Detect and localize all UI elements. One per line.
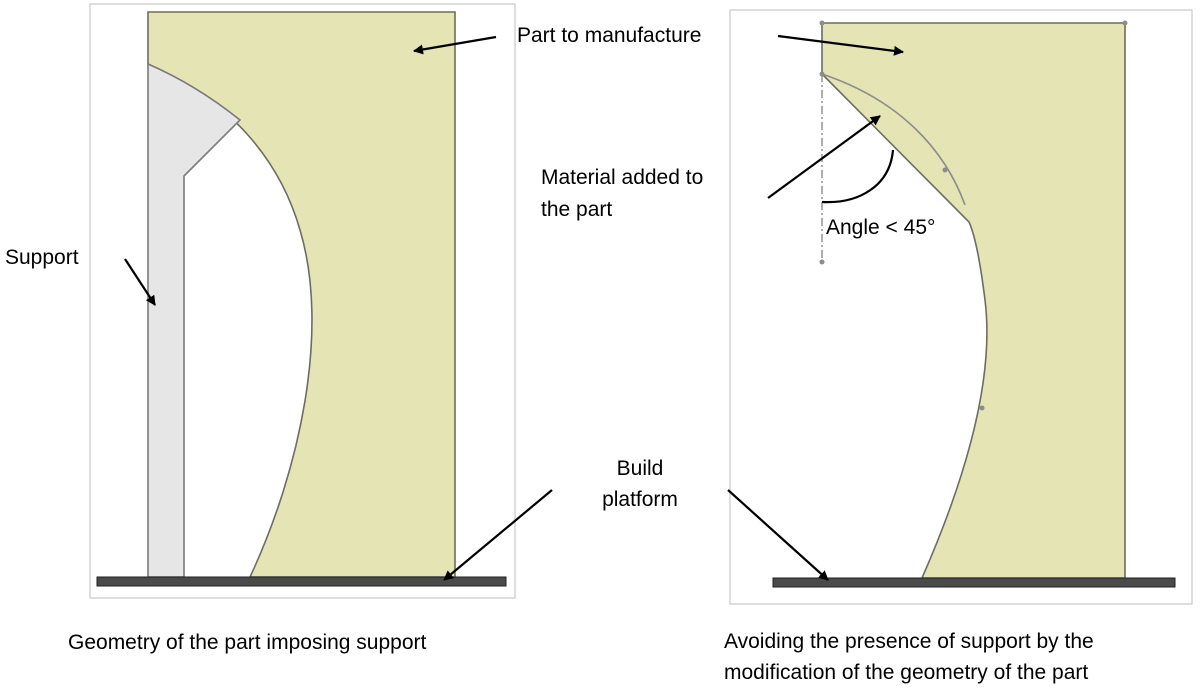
right-caption-line2: modification of the geometry of the part [724,661,1088,684]
platform-arrow-right [727,489,829,581]
center-labels: Part to manufacture Build platform Mater… [517,24,703,511]
material-added-arrow [767,115,881,199]
construction-point [1122,20,1128,26]
left-panel: Support Geometry of the part imposing su… [5,3,553,654]
part-arrow-right [777,34,904,56]
left-caption: Geometry of the part imposing support [68,631,427,654]
build-platform-label-line2: platform [602,488,678,511]
material-added-label-line1: Material added to [541,166,703,189]
right-caption-line1: Avoiding the presence of support by the [724,630,1094,653]
right-part-shape [821,22,1126,579]
left-build-platform [96,576,507,587]
support-label: Support [5,246,79,269]
part-arrow-left [413,35,497,55]
right-build-platform [772,577,1176,588]
platform-arrow-left [443,489,553,581]
part-to-manufacture-label: Part to manufacture [517,24,701,47]
build-platform-label-line1: Build [617,457,664,480]
material-added-label-line2: the part [541,198,612,221]
support-structure [147,62,242,578]
right-panel: Angle < 45° Avoiding the presence of sup… [724,9,1193,684]
angle-arc [821,149,895,204]
support-arrow [124,258,156,306]
construction-point [819,20,825,26]
construction-point [942,167,948,173]
angle-label: Angle < 45° [826,216,935,239]
original-profile-curve [821,73,966,206]
construction-point [979,405,985,411]
